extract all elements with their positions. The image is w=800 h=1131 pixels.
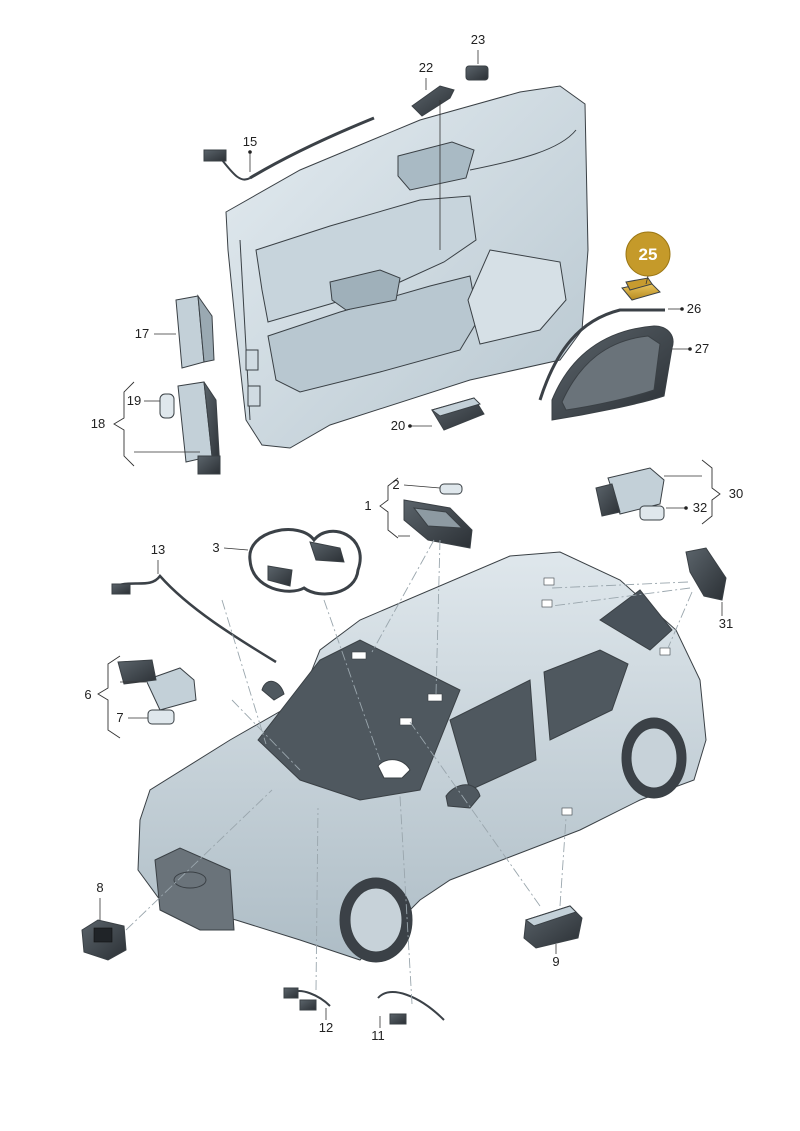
part-8-switch	[81, 919, 127, 961]
label-27: 27	[672, 341, 709, 356]
label-text-2: 2	[392, 477, 399, 492]
label-text-32: 32	[693, 500, 707, 515]
label-32: 32	[666, 500, 707, 515]
part-6-courtesy-light	[117, 659, 197, 711]
part-11-harness	[377, 991, 445, 1025]
label-15: 15	[243, 134, 257, 172]
part-27-trim-cover	[551, 325, 674, 421]
part-23-bulb	[465, 65, 489, 81]
label-7: 7	[116, 710, 148, 725]
label-text-8: 8	[96, 880, 103, 895]
label-text-18: 18	[91, 416, 105, 431]
label-18: 18	[91, 381, 200, 467]
part-1-interior-light	[403, 499, 473, 549]
part-18-light-assembly	[177, 381, 221, 475]
part-25-highlighted-clip	[621, 277, 661, 301]
label-20: 20	[391, 418, 432, 433]
label-text-22: 22	[419, 60, 433, 75]
part-15-wiring-strip	[203, 116, 375, 181]
label-text-23: 23	[471, 32, 485, 47]
part-20-module	[430, 397, 485, 431]
part-2-bulb	[439, 483, 463, 495]
label-text-3: 3	[212, 540, 219, 555]
part-7-bulb	[147, 709, 175, 725]
label-3: 3	[212, 540, 249, 555]
label-text-17: 17	[135, 326, 149, 341]
badge-label-25: 25	[639, 245, 658, 264]
label-text-19: 19	[127, 393, 141, 408]
label-12: 12	[319, 1008, 333, 1035]
part-19-bulb	[159, 393, 175, 419]
part-31-switch	[685, 547, 727, 601]
label-1: 1	[364, 477, 410, 539]
label-23: 23	[471, 32, 485, 64]
part-30-light-housing	[595, 467, 665, 517]
label-text-13: 13	[151, 542, 165, 557]
part-22-switch	[411, 85, 455, 117]
label-text-1: 1	[364, 498, 371, 513]
highlight-badge-25: 25	[625, 231, 671, 285]
label-text-11: 11	[371, 1028, 385, 1043]
label-text-15: 15	[243, 134, 257, 149]
label-text-26: 26	[687, 301, 701, 316]
label-11: 11	[371, 1016, 385, 1043]
part-17-light-housing	[175, 294, 215, 369]
label-9: 9	[552, 944, 560, 969]
part-12-harness	[283, 987, 331, 1011]
part-13-light-guide	[111, 573, 277, 664]
label-17: 17	[135, 326, 176, 341]
label-text-31: 31	[719, 616, 733, 631]
part-32-bulb	[639, 505, 665, 521]
part-9-module	[523, 905, 583, 949]
label-22: 22	[419, 60, 441, 250]
location-lines	[125, 539, 693, 1005]
label-text-27: 27	[695, 341, 709, 356]
label-13: 13	[151, 542, 165, 574]
part-26-light-guide	[538, 308, 665, 401]
label-text-30: 30	[729, 486, 743, 501]
label-text-7: 7	[116, 710, 123, 725]
label-text-20: 20	[391, 418, 405, 433]
door-trim-panel	[225, 85, 589, 449]
label-text-6: 6	[84, 687, 91, 702]
label-6: 6	[84, 655, 146, 739]
label-26: 26	[668, 301, 701, 316]
vehicle-body	[137, 551, 707, 963]
label-2: 2	[392, 477, 441, 492]
label-text-9: 9	[552, 954, 559, 969]
label-8: 8	[96, 880, 104, 920]
label-text-12: 12	[319, 1020, 333, 1035]
label-30: 30	[664, 459, 743, 525]
part-3-trim-ring	[248, 528, 362, 596]
label-31: 31	[719, 602, 733, 631]
label-19: 19	[127, 393, 160, 408]
